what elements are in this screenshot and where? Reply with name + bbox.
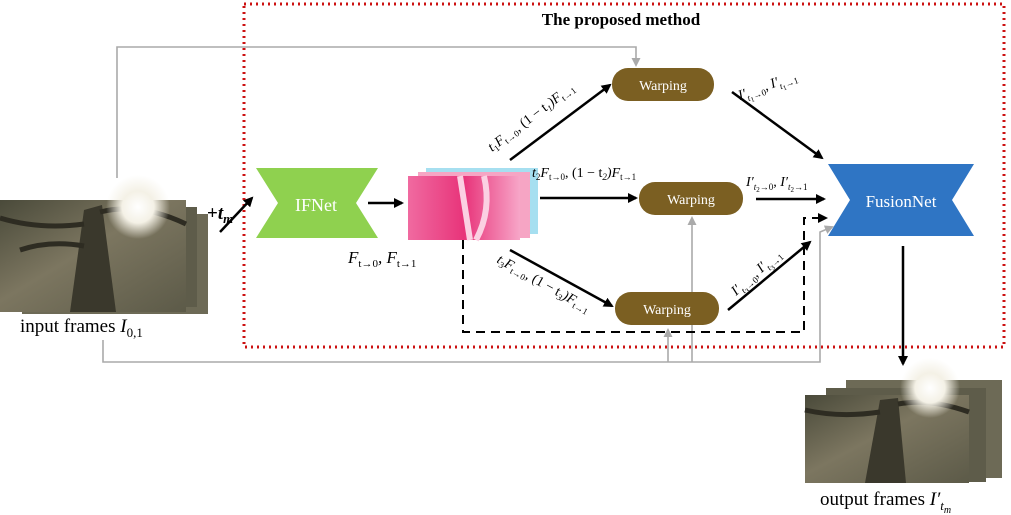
ifnet-block: [256, 168, 378, 238]
output-frames-image: [804, 358, 1002, 483]
input-frames-caption: input frames I0,1: [20, 316, 143, 340]
tm-label: +tm: [207, 203, 233, 226]
warping-block-top: [612, 68, 714, 101]
input-skip-line-top: [116, 46, 641, 178]
flow-to-fusion-dashed: [462, 213, 828, 333]
warping-label-top: Warping: [639, 79, 687, 94]
warping-label-middle: Warping: [667, 193, 715, 208]
proposed-method-box: [242, 2, 1006, 349]
edge-label-bottom: t3Ft→0, (1 − t3)Ft→1: [494, 252, 593, 316]
warping-block-bottom: [615, 292, 719, 325]
fusionnet-block: [828, 164, 974, 236]
ifnet-label: IFNet: [295, 195, 337, 215]
output-frames-caption: output frames I′tm: [820, 489, 951, 515]
warp3-to-fusion-arrow: [727, 240, 812, 311]
input-to-ifnet-arrow: [219, 196, 254, 233]
proposed-method-title: The proposed method: [542, 10, 701, 29]
warping-label-bottom: Warping: [643, 303, 691, 318]
input-skip-line-bottom: [102, 225, 834, 363]
warp-out-label-top: I′t1→0, I′t1→1: [735, 69, 800, 108]
input-frames-image: [0, 175, 208, 314]
warp-out-label-bottom: I′t3→0, I′t3→1: [728, 247, 787, 303]
warp1-to-fusion-arrow: [731, 90, 824, 160]
warping-block-middle: [639, 182, 743, 215]
fusionnet-label: FusionNet: [866, 192, 937, 211]
flow-to-warp3-arrow: [509, 248, 614, 308]
warp-out-label-middle: I′t2→0, I′t2→1: [745, 175, 808, 194]
edge-label-middle: t2Ft→0, (1 − t2)Ft→1: [532, 166, 636, 182]
flow-to-warp1-arrow: [509, 83, 612, 161]
flow-label: Ft→0, Ft→1: [347, 248, 416, 270]
flow-images: [408, 168, 538, 242]
